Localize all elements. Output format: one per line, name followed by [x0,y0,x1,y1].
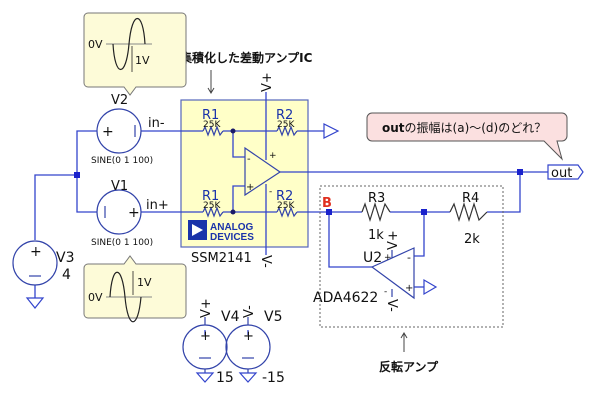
v3-name: V3 [56,250,74,266]
ic-annotation-label: 集積化した差動アンプIC [179,50,313,65]
r2-bottom-value: 25K [277,201,295,211]
node-b-label: B [322,196,332,211]
junction-dot-node-b [326,209,332,215]
v5-net-vminus: V- [242,305,257,318]
amplitude-label: 1V [137,276,152,289]
opamp-plus-input: + [246,182,254,193]
v4-net-vplus: V+ [199,298,214,318]
annotation-arrowhead [207,87,215,94]
v4-value: 15 [216,370,234,386]
junction-dot [74,172,80,178]
v2-name: V2 [111,93,128,108]
ic-vminus-label: V- [258,255,273,268]
u2-noninverting-mark: + [405,283,413,294]
reference-flag-icon [323,123,340,139]
r4-name: R4 [462,191,479,206]
junction-dot [230,128,236,134]
resistor-r3[interactable] [361,201,391,223]
r2-top-value: 25K [277,120,295,130]
wires [34,92,548,335]
svg-text:+: + [243,329,254,344]
zero-volt-label: 0V [88,291,103,304]
amplitude-label: 1V [135,54,150,67]
resistor-r2-top[interactable] [276,125,298,137]
v5-value: -15 [262,370,285,386]
voltage-source-v4[interactable]: + [182,317,228,373]
ground-icon [238,372,258,383]
junction-dot [517,169,523,175]
r1-top-name: R1 [202,108,219,123]
ic-part-number: SSM2141 [191,251,252,266]
out-port-label: out [551,166,572,181]
question-bubble: outの振幅は(a)〜(d)のどれ？ [366,112,568,161]
net-label-in-plus: in+ [146,198,169,213]
voltage-source-v5[interactable]: + [225,317,271,373]
out-port[interactable]: out [547,164,584,181]
svg-text:+: + [102,124,114,140]
ic-vplus-label: V+ [260,72,275,92]
voltage-source-v3[interactable]: + [12,240,58,286]
opamp-minus-input: - [247,154,251,165]
zero-volt-label: 0V [88,38,103,51]
voltage-source-v1[interactable]: + [96,189,142,235]
analog-devices-logo: ANALOG DEVICES [188,220,254,243]
sine-wave [109,271,142,323]
junction-dot [230,209,236,215]
svg-text:+: + [30,244,42,260]
svg-text:outの振幅は(a)〜(d)のどれ？: outの振幅は(a)〜(d)のどれ？ [382,120,546,135]
ground-icon [25,297,45,309]
ic-opamp-symbol[interactable] [244,146,282,197]
waveform-callout-v2: 0V 1V [83,12,187,96]
v4-name: V4 [221,309,240,325]
svg-text:+: + [200,329,211,344]
u2-inverting-mark: - [407,251,411,264]
resistor-r1-top[interactable] [202,125,224,137]
question-text: の振幅は(a)〜(d)のどれ？ [405,120,547,135]
v3-value: 4 [62,267,71,283]
r4-value: 2k [464,232,480,247]
u2-name: U2 [363,250,382,266]
r2-bottom-name: R2 [276,189,293,204]
brand-line2: DEVICES [210,232,254,243]
inverting-annotation-arrowhead [400,332,408,339]
voltage-source-v2[interactable]: + [96,108,142,154]
r3-name: R3 [368,191,385,206]
question-bold-out: out [382,121,405,135]
u2-minus-mark: - [384,287,387,297]
r3-value: 1k [368,228,384,243]
r1-bottom-value: 25K [203,201,221,211]
ground-icon [195,372,215,383]
reference-flag-icon [423,278,438,296]
r1-top-value: 25K [203,120,221,130]
v1-name: V1 [111,179,128,194]
resistor-r4[interactable] [449,201,488,223]
inverting-amp-label: 反転アンプ [379,359,439,374]
resistor-r1-bottom[interactable] [202,206,224,218]
r1-bottom-name: R1 [202,189,219,204]
inverting-amp-boundary [319,185,504,328]
v5-name: V5 [264,309,282,325]
resistor-r2-bottom[interactable] [276,206,298,218]
opamp-u2-symbol[interactable] [370,247,415,300]
u2-plus-mark: + [384,253,392,263]
opamp-vminus-pin: - [269,187,272,197]
sine-wave [112,18,146,70]
brand-line1: ANALOG [210,222,254,233]
junction-dot [421,209,427,215]
u2-part-number: ADA4622 [313,290,378,306]
opamp-vplus-pin: + [269,151,277,161]
v2-value: SINE(0 1 100) [91,156,153,166]
waveform-callout-v1: 0V 1V [83,255,187,323]
net-label-in-minus: in- [148,116,165,131]
svg-text:+: + [128,205,140,221]
v1-value: SINE(0 1 100) [91,238,153,248]
u2-vminus-label: V- [384,299,399,312]
u2-vplus-label: V+ [386,230,401,250]
r2-top-name: R2 [276,108,293,123]
